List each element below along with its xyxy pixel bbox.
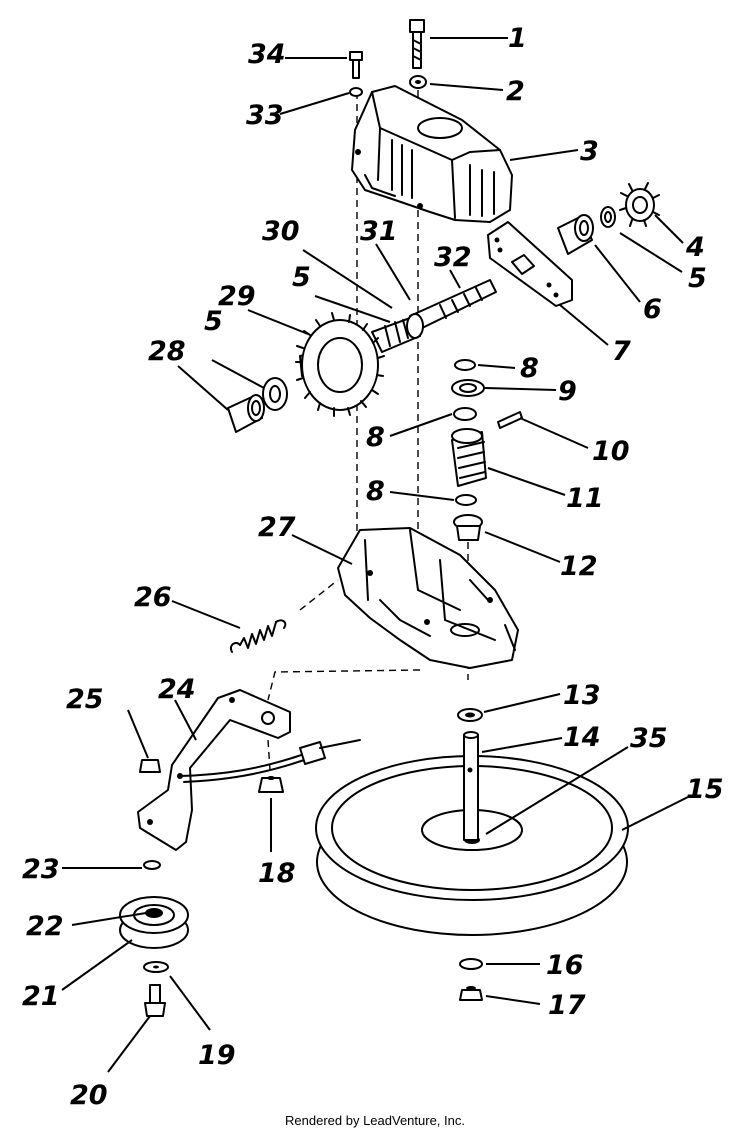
callout-5-right: 5: [688, 263, 707, 294]
callout-33: 33: [246, 100, 284, 131]
callout-2: 2: [506, 76, 525, 107]
shaft-part-14: [463, 731, 479, 841]
washer-part-5-right: [600, 206, 616, 228]
callout-3: 3: [580, 136, 599, 167]
callout-1: 1: [508, 23, 527, 54]
idler-bracket-part-24: [137, 689, 291, 851]
gear-part-29: [295, 312, 385, 417]
bushing-part-13: [457, 708, 483, 722]
callout-35: 35: [630, 723, 668, 754]
washer-part-5-left: [262, 377, 288, 411]
callout-labels: 1 2 3 4 5 6 7 5 8 9 10 8 11 8 12 27 26 2…: [22, 23, 724, 1111]
callout-21: 21: [22, 981, 60, 1012]
callout-26: 26: [134, 582, 172, 613]
callout-16: 16: [546, 950, 584, 981]
callout-18: 18: [258, 858, 296, 889]
callout-11: 11: [566, 483, 604, 514]
sprocket-part-4: [619, 182, 660, 227]
nut-part-18: [258, 776, 284, 793]
bolt-part-1: [409, 19, 425, 69]
callout-5-mid: 5: [292, 262, 311, 293]
washer-part-16: [459, 958, 483, 970]
callout-28: 28: [148, 336, 186, 367]
callout-7: 7: [612, 336, 631, 367]
callout-14: 14: [563, 722, 601, 753]
washer-part-23: [143, 860, 161, 870]
callout-29: 29: [218, 281, 256, 312]
pinion-stack-parts-8-12: [451, 359, 523, 541]
control-cable: [179, 739, 361, 783]
callout-25: 25: [66, 684, 104, 715]
callout-8-mid: 8: [366, 422, 385, 453]
callout-5-left: 5: [204, 306, 223, 337]
bushing-part-28: [227, 394, 265, 433]
callout-32: 32: [434, 242, 472, 273]
bearing-plate-part-7: [487, 221, 573, 307]
callout-31: 31: [360, 216, 398, 247]
callout-24: 24: [158, 674, 196, 705]
callout-22: 22: [26, 911, 64, 942]
washer-part-2: [409, 75, 427, 89]
bearing-part-22: [145, 908, 163, 918]
callout-8-low: 8: [366, 476, 385, 507]
callout-10: 10: [592, 436, 630, 467]
screw-part-34: [349, 51, 363, 79]
callout-8-top: 8: [520, 353, 539, 384]
spring-part-26: [230, 619, 287, 653]
callout-6: 6: [643, 294, 662, 325]
callout-12: 12: [560, 551, 598, 582]
lower-housing-part-27: [337, 527, 519, 669]
callout-9: 9: [558, 376, 577, 407]
callout-23: 23: [22, 854, 60, 885]
callout-20: 20: [70, 1080, 108, 1111]
shoulder-bolt-part-20: [144, 984, 166, 1017]
upper-housing-part-3: [351, 85, 513, 223]
callout-19: 19: [198, 1040, 236, 1071]
nut-part-17: [459, 986, 483, 1001]
leader-lines: [61, 37, 691, 1073]
callout-15: 15: [686, 774, 724, 805]
bushing-part-6: [557, 214, 594, 255]
callout-13: 13: [563, 680, 601, 711]
callout-4: 4: [685, 232, 705, 263]
washer-part-19: [143, 961, 169, 973]
washer-part-33: [349, 87, 363, 97]
nut-part-25: [139, 759, 161, 773]
callout-17: 17: [548, 990, 586, 1021]
callout-30: 30: [262, 216, 300, 247]
callout-27: 27: [258, 512, 296, 543]
callout-34: 34: [248, 39, 286, 70]
footer-credit: Rendered by LeadVenture, Inc.: [285, 1113, 465, 1128]
